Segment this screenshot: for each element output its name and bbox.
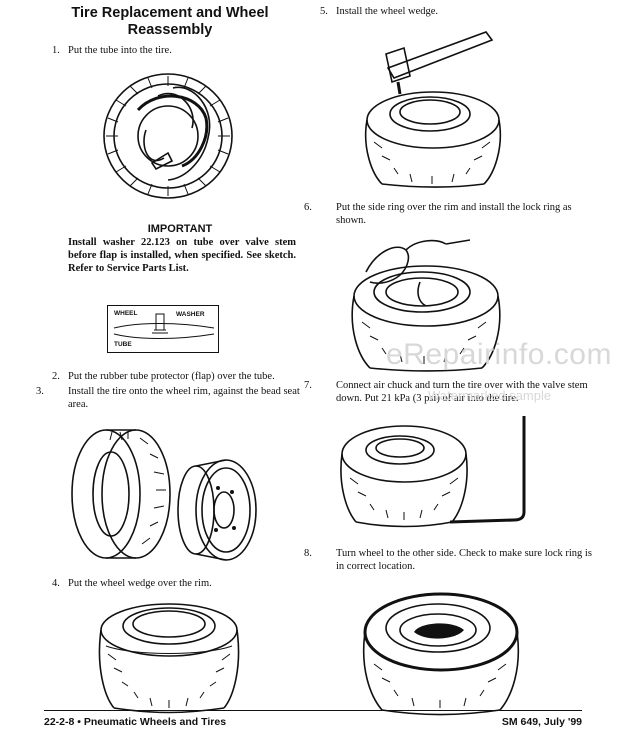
illustration-tire-and-rim (71, 429, 257, 561)
footer-left: 22-2-8 • Pneumatic Wheels and Tires (44, 716, 227, 728)
illustration-lock-ring-check (362, 592, 520, 716)
step-3: 3.Install the tire onto the wheel rim, a… (36, 386, 300, 410)
washer-sketch-drawing (113, 313, 215, 339)
important-heading: IMPORTANT (147, 223, 213, 235)
step-5: 5.Install the wheel wedge. (320, 6, 439, 17)
title-line-2: Reassembly (127, 22, 213, 38)
illustration-install-wedge (364, 31, 502, 188)
step-4: 4.Put the wheel wedge over the rim. (52, 578, 212, 589)
step-6: 6.Put the side ring over the rim and ins… (304, 202, 572, 226)
footer-rule (44, 710, 582, 711)
step-7: 7.Connect air chuck and turn the tire ov… (304, 380, 588, 404)
page-title: Tire Replacement and Wheel Reassembly (55, 5, 285, 39)
watermark-sub: Watermarked sample (428, 388, 552, 403)
step-1: 1.Put the tube into the tire. (52, 45, 172, 56)
step-2: 2.Put the rubber tube protector (flap) o… (52, 371, 275, 382)
important-text: Install washer 22.123 on tube over valve… (68, 237, 296, 274)
illustration-wedge-over-rim (98, 603, 240, 714)
label-wheel: WHEEL (114, 310, 138, 317)
footer-right: SM 649, July '99 (501, 716, 582, 728)
label-tube: TUBE (114, 341, 132, 348)
label-washer: WASHER (176, 311, 205, 318)
watermark-main: eRepairinfo.com (386, 338, 612, 371)
illustration-side-ring-lock-ring (351, 239, 501, 372)
illustration-tube-into-tire (103, 73, 233, 199)
title-line-1: Tire Replacement and Wheel (71, 5, 269, 21)
step-8: 8.Turn wheel to the other side. Check to… (304, 548, 592, 572)
illustration-air-chuck (340, 416, 526, 528)
washer-sketch: WHEEL WASHER TUBE (107, 305, 219, 353)
